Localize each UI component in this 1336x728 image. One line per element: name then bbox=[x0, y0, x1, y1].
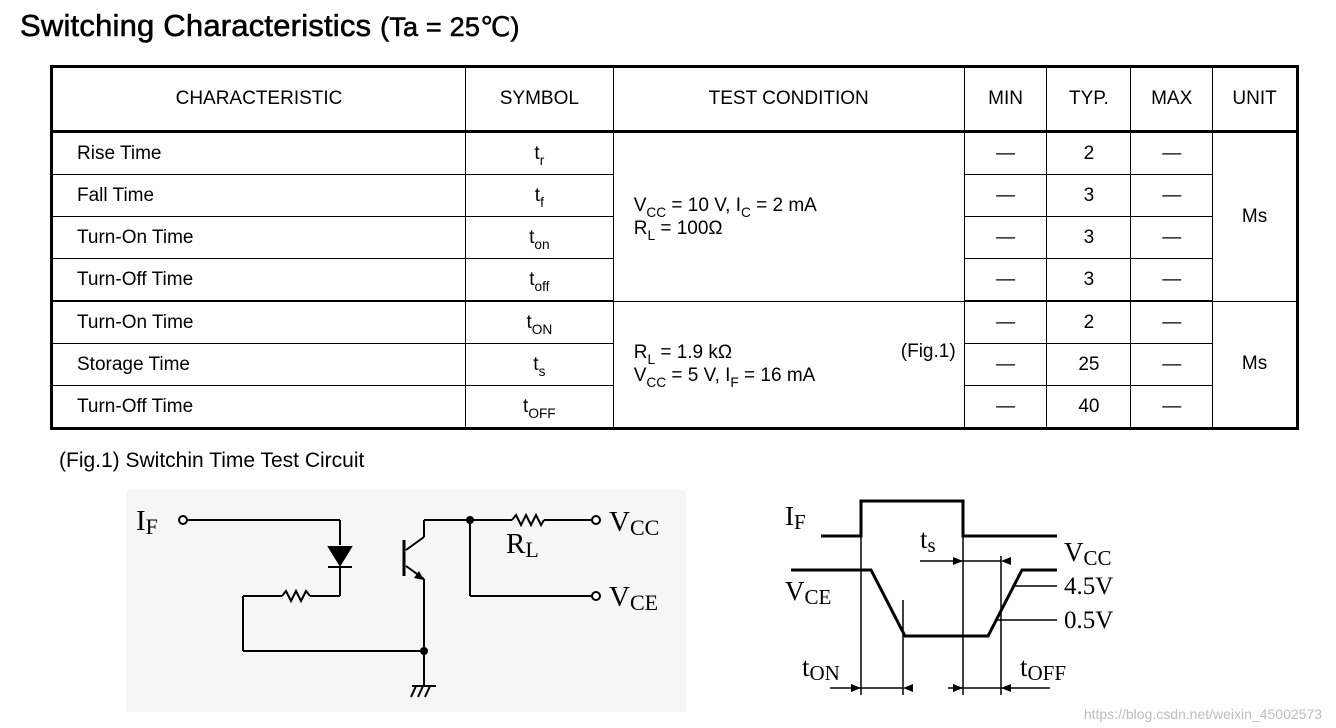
vce-terminal bbox=[591, 591, 601, 601]
symbol-cell: tOFF bbox=[464, 385, 614, 429]
figure-reference: (Fig.1) bbox=[900, 340, 956, 362]
condition-line: VCC = 10 V, IC = 2 mA bbox=[633, 194, 817, 220]
level-high-label: 4.5V bbox=[1064, 573, 1113, 600]
vcc-terminal bbox=[591, 515, 601, 525]
symbol-cell: ton bbox=[464, 216, 614, 259]
arrow-icon bbox=[1001, 684, 1011, 692]
switching-characteristics-table: CHARACTERISTIC SYMBOL TEST CONDITION MIN… bbox=[50, 65, 1299, 430]
page-title: Switching Characteristics (Ta = 25℃) bbox=[20, 8, 520, 44]
characteristic-cell: Rise Time bbox=[51, 131, 466, 175]
arrow-icon bbox=[1001, 557, 1011, 565]
characteristic-cell: Turn-Off Time bbox=[51, 385, 466, 429]
circuit-diagram bbox=[178, 512, 601, 698]
header-min: MIN bbox=[963, 66, 1048, 133]
vce-waveform bbox=[791, 568, 1057, 638]
header-typ: TYP. bbox=[1046, 66, 1132, 133]
characteristic-cell: Storage Time bbox=[51, 343, 466, 386]
waveform-vce-label: VCE bbox=[785, 576, 831, 609]
max-cell: — bbox=[1130, 216, 1214, 259]
circuit-rl-label: RL bbox=[506, 528, 539, 562]
max-cell: — bbox=[1130, 343, 1214, 386]
test-condition-cell: RL = 1.9 kΩ VCC = 5 V, IF = 16 mA (Fig.1… bbox=[612, 300, 965, 429]
load-resistor-icon bbox=[511, 512, 545, 528]
emitter-arrow-icon bbox=[414, 571, 424, 580]
max-cell: — bbox=[1130, 385, 1214, 429]
input-resistor-icon bbox=[281, 588, 311, 604]
typ-cell: 40 bbox=[1046, 385, 1132, 429]
min-cell: — bbox=[963, 385, 1048, 429]
condition-line: VCC = 5 V, IF = 16 mA bbox=[633, 365, 816, 391]
if-pulse-waveform bbox=[821, 499, 1057, 538]
junction-dot bbox=[420, 647, 428, 655]
condition-line: RL = 1.9 kΩ bbox=[633, 342, 733, 368]
table-row: Turn-On Time tON RL = 1.9 kΩ VCC = 5 V, … bbox=[51, 300, 1298, 429]
symbol-cell: tf bbox=[464, 174, 614, 217]
table-header-row: CHARACTERISTIC SYMBOL TEST CONDITION MIN… bbox=[51, 66, 1298, 133]
test-condition-cell: VCC = 10 V, IC = 2 mA RL = 100Ω bbox=[612, 131, 965, 302]
circuit-vcc-label: VCC bbox=[609, 506, 659, 540]
ground-hatch bbox=[417, 685, 424, 698]
table-row: Fall Time tf — 3 — bbox=[51, 174, 1298, 217]
circuit-vce-label: VCE bbox=[609, 581, 658, 615]
header-test-condition: TEST CONDITION bbox=[612, 66, 965, 133]
ts-label: ts bbox=[920, 524, 936, 557]
circuit-if-label: IF bbox=[136, 505, 158, 539]
max-cell: — bbox=[1130, 300, 1214, 344]
min-cell: — bbox=[963, 258, 1048, 302]
arrow-icon bbox=[903, 684, 913, 692]
characteristic-cell: Fall Time bbox=[51, 174, 466, 217]
symbol-cell: toff bbox=[464, 258, 614, 302]
characteristic-cell: Turn-On Time bbox=[51, 216, 466, 259]
arrow-icon bbox=[953, 684, 963, 692]
ground-hatch bbox=[424, 685, 431, 698]
circuit-background bbox=[126, 490, 686, 712]
table-row: Turn-Off Time toff — 3 — bbox=[51, 258, 1298, 302]
figure-caption: (Fig.1) Switchin Time Test Circuit bbox=[59, 449, 365, 472]
characteristic-cell: Turn-Off Time bbox=[51, 258, 466, 302]
arrow-icon bbox=[953, 557, 963, 565]
toff-label: tOFF bbox=[1020, 652, 1066, 685]
unit-cell: Ms bbox=[1212, 300, 1298, 429]
ground-hatch bbox=[410, 685, 417, 698]
table-row: Rise Time tr VCC = 10 V, IC = 2 mA RL = … bbox=[51, 131, 1298, 302]
title-main: Switching Characteristics bbox=[20, 8, 372, 44]
arrow-icon bbox=[851, 684, 861, 692]
table-row: Turn-Off Time tOFF — 40 — bbox=[51, 385, 1298, 429]
header-unit: UNIT bbox=[1212, 66, 1298, 133]
typ-cell: 3 bbox=[1046, 216, 1132, 259]
min-cell: — bbox=[963, 131, 1048, 175]
timing-labels: IF VCC VCE 4.5V 0.5V ts tON tOFF bbox=[785, 501, 1113, 685]
watermark: https://blog.csdn.net/weixin_45002573 bbox=[1083, 706, 1322, 722]
circuit-labels: IF VCC VCE RL bbox=[136, 505, 659, 615]
max-cell: — bbox=[1130, 174, 1214, 217]
max-cell: — bbox=[1130, 258, 1214, 302]
header-characteristic: CHARACTERISTIC bbox=[51, 66, 466, 133]
waveform-vcc-label: VCC bbox=[1064, 537, 1112, 570]
typ-cell: 2 bbox=[1046, 300, 1132, 344]
waveform-if-label: IF bbox=[785, 501, 806, 534]
led-diode-icon bbox=[327, 546, 353, 567]
level-low-label: 0.5V bbox=[1064, 607, 1113, 634]
timing-diagram bbox=[791, 499, 1057, 695]
typ-cell: 3 bbox=[1046, 258, 1132, 302]
junction-dot bbox=[466, 516, 474, 524]
if-terminal bbox=[178, 515, 188, 525]
title-condition: (Ta = 25℃) bbox=[380, 12, 520, 43]
timing-arrows bbox=[851, 557, 1011, 692]
unit-cell: Ms bbox=[1212, 131, 1298, 302]
typ-cell: 2 bbox=[1046, 131, 1132, 175]
transistor-collector-icon bbox=[405, 536, 425, 551]
max-cell: — bbox=[1130, 131, 1214, 175]
ton-label: tON bbox=[802, 652, 840, 685]
condition-line: RL = 100Ω bbox=[633, 217, 723, 243]
table-row: Turn-On Time ton — 3 — bbox=[51, 216, 1298, 259]
